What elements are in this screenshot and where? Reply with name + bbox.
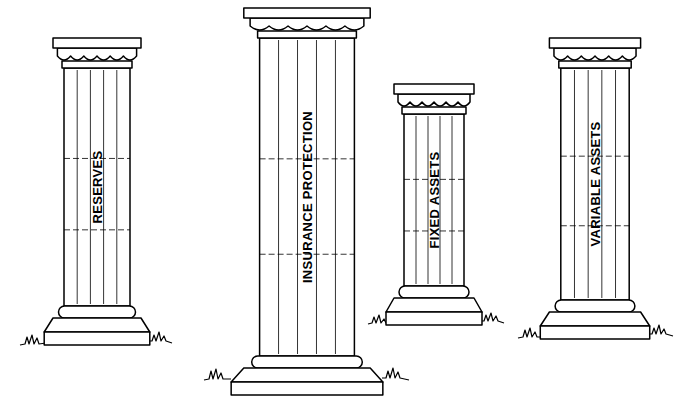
column-flute	[452, 116, 453, 284]
grass-tuft	[480, 313, 504, 323]
grass-tuft	[382, 368, 409, 380]
column-echinus	[57, 48, 136, 60]
grass-tuft	[648, 325, 673, 336]
column-flute	[77, 70, 78, 304]
column-flute	[316, 40, 317, 354]
grass-tuft	[518, 328, 542, 338]
column-neck	[258, 31, 357, 38]
pillar-label: VARIABLE ASSETS	[589, 121, 602, 246]
column-abacus	[244, 8, 370, 18]
column-torus	[59, 306, 136, 318]
column-shaft	[404, 114, 464, 286]
column-plinth-top	[386, 298, 482, 312]
column-echinus	[250, 18, 364, 30]
column-torus	[555, 300, 635, 312]
column-abacus	[394, 84, 474, 94]
column-abacus	[549, 38, 640, 48]
pillar-column: RESERVES	[42, 38, 152, 346]
pillar-column: VARIABLE ASSETS	[538, 38, 652, 340]
column-abacus	[53, 38, 141, 48]
column-plinth-top	[44, 318, 150, 332]
pillar-column: INSURANCE PROTECTION	[228, 8, 386, 396]
column-flute	[574, 70, 575, 298]
column-shaft	[64, 68, 130, 306]
column-echinus	[398, 94, 470, 106]
grass-tuft	[20, 335, 46, 345]
column-flute	[615, 70, 616, 298]
pillar-label: INSURANCE PROTECTION	[301, 111, 314, 283]
grass-tuft	[204, 369, 231, 380]
column-flute	[335, 40, 336, 354]
drum-seam	[64, 229, 130, 230]
column-plinth-top	[540, 312, 649, 326]
column-plinth	[386, 312, 482, 325]
column-shaft	[260, 38, 355, 356]
column-plinth-top	[231, 368, 383, 382]
column-plinth	[44, 332, 150, 345]
column-plinth	[540, 326, 649, 339]
grass-tuft	[148, 332, 172, 343]
column-torus	[252, 356, 363, 368]
column-flute	[278, 40, 279, 354]
pillar-label: RESERVES	[91, 151, 104, 224]
column-flute	[297, 40, 298, 354]
column-flute	[416, 116, 417, 284]
column-neck	[62, 61, 132, 68]
column-neck	[402, 107, 466, 114]
column-neck	[559, 61, 631, 68]
column-shaft	[561, 68, 629, 300]
column-echinus	[554, 48, 636, 60]
pillar-label: FIXED ASSETS	[428, 151, 441, 248]
column-torus	[399, 286, 469, 298]
column-flute	[116, 70, 117, 304]
pillar-column: FIXED ASSETS	[384, 84, 484, 326]
column-plinth	[231, 382, 383, 395]
